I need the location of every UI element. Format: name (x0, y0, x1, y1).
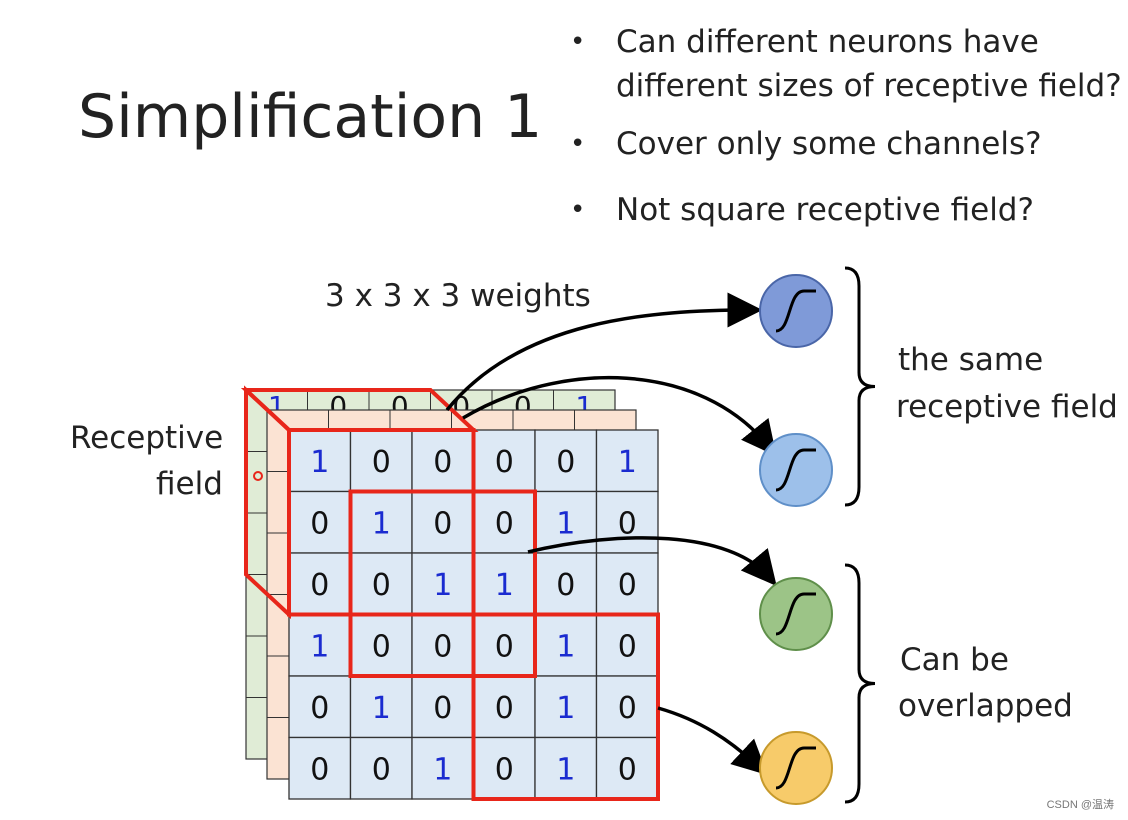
sigmoid-icon (775, 746, 816, 790)
grid-cell (472, 675, 536, 739)
grid-cell-value: 1 (310, 445, 329, 480)
neuron-circle (759, 731, 833, 805)
grid-cell (411, 613, 475, 677)
sigmoid-icon (775, 289, 816, 333)
receptive-box-1 (287, 428, 476, 617)
grid-cell-value: 0 (372, 752, 391, 787)
grid-cell-value: 1 (556, 629, 575, 664)
overlap-label-2: overlapped (898, 688, 1073, 724)
bullet-item-1: • Can different neurons have different s… (570, 20, 1122, 108)
bullet-3-line-1: Not square receptive field? (616, 192, 1034, 228)
arrow-to-neuron-1 (445, 292, 763, 412)
bullet-dot: • (570, 195, 586, 225)
grid-cell-value: 0 (372, 445, 391, 480)
grid-cell (349, 552, 413, 616)
grid-cell (595, 675, 659, 739)
arrow-to-neuron-4 (657, 706, 768, 776)
grid-cell (595, 613, 659, 677)
grid-cell-value: 0 (433, 691, 452, 726)
grid-cell (411, 736, 475, 800)
grid-cell (349, 675, 413, 739)
bullet-1-line-1: Can different neurons have (616, 24, 1039, 60)
neuron-3 (759, 577, 833, 651)
slide-title: Simplification 1 (78, 82, 543, 152)
same-field-label-1: the same (898, 342, 1044, 378)
grid-cell-value: 0 (433, 445, 452, 480)
neuron-2 (759, 433, 833, 507)
grid-cell-value: 0 (310, 691, 329, 726)
grid-cell (288, 675, 352, 739)
bullet-dot: • (570, 27, 586, 57)
grid-cell (288, 490, 352, 554)
neuron-circle (759, 274, 833, 348)
neuron-circle (759, 577, 833, 651)
grid-cell-value: 0 (495, 752, 514, 787)
grid-cell-value: 0 (495, 629, 514, 664)
neuron-4 (759, 731, 833, 805)
grid-cell (411, 490, 475, 554)
grid-cell-value: 0 (556, 568, 575, 603)
watermark: CSDN @温涛 (1046, 799, 1114, 811)
grid-cell-value: 0 (495, 506, 514, 541)
grid-cell-value: 1 (556, 691, 575, 726)
grid-cell-value: 0 (618, 752, 637, 787)
grid-cell-value: 0 (618, 568, 637, 603)
receptive-box-3 (471, 612, 660, 801)
sigmoid-icon (775, 592, 816, 636)
sigmoid-icon (775, 448, 816, 492)
grid-cell-value: 1 (372, 691, 391, 726)
bullet-item-2: • Cover only some channels? (570, 122, 1122, 166)
grid-cell (595, 552, 659, 616)
bullet-dot: • (570, 129, 586, 159)
grid-cell-value: 1 (310, 629, 329, 664)
bullet-item-3: • Not square receptive field? (570, 188, 1122, 232)
grid-cell-value: 1 (556, 506, 575, 541)
grid-cell (288, 552, 352, 616)
grid-cell-value: 0 (310, 506, 329, 541)
weights-label: 3 x 3 x 3 weights (325, 278, 591, 314)
grid-cell-value: 1 (372, 506, 391, 541)
grid-cell-value: 1 (433, 568, 452, 603)
grid-cell-value: 1 (618, 445, 637, 480)
grid-cell (472, 429, 536, 493)
cursor-marker (253, 471, 263, 481)
arrow-to-neuron-3 (527, 536, 777, 587)
grid-cell-value: 0 (618, 629, 637, 664)
grid-cell-value: 0 (310, 568, 329, 603)
grid-cell-value: 1 (556, 752, 575, 787)
grid-cell (534, 736, 598, 800)
neuron-circle (759, 433, 833, 507)
grid-cell (595, 429, 659, 493)
receptive-box-2 (348, 489, 537, 678)
grid-cell-value: 0 (556, 445, 575, 480)
grid-cell-value: 0 (433, 629, 452, 664)
question-list: • Can different neurons have different s… (570, 20, 1122, 232)
neuron-1 (759, 274, 833, 348)
grid-cell-value: 1 (433, 752, 452, 787)
grid-cell (534, 613, 598, 677)
grid-cell-value: 0 (495, 445, 514, 480)
overlap-label-1: Can be (900, 642, 1009, 678)
grid-cell-value: 0 (433, 506, 452, 541)
brace-overlapped (844, 563, 876, 804)
grid-cell (595, 736, 659, 800)
same-field-label-2: receptive field (896, 389, 1118, 425)
grid-cell (411, 552, 475, 616)
receptive-field-label-2: field (156, 466, 223, 502)
grid-cell-value: 0 (618, 506, 637, 541)
grid-cell-value: 1 (495, 568, 514, 603)
bullet-1-line-2: different sizes of receptive field? (616, 68, 1122, 104)
bullet-2-line-1: Cover only some channels? (616, 126, 1042, 162)
grid-cell (349, 736, 413, 800)
receptive-field-label-1: Receptive (70, 420, 224, 456)
brace-same-field (844, 266, 876, 507)
arrow-to-neuron-2 (462, 375, 777, 457)
grid-cell-value: 0 (372, 629, 391, 664)
grid-cell-value: 0 (495, 691, 514, 726)
grid-cell-value: 0 (372, 568, 391, 603)
grid-cell-value: 0 (310, 752, 329, 787)
grid-cell-value: 0 (618, 691, 637, 726)
